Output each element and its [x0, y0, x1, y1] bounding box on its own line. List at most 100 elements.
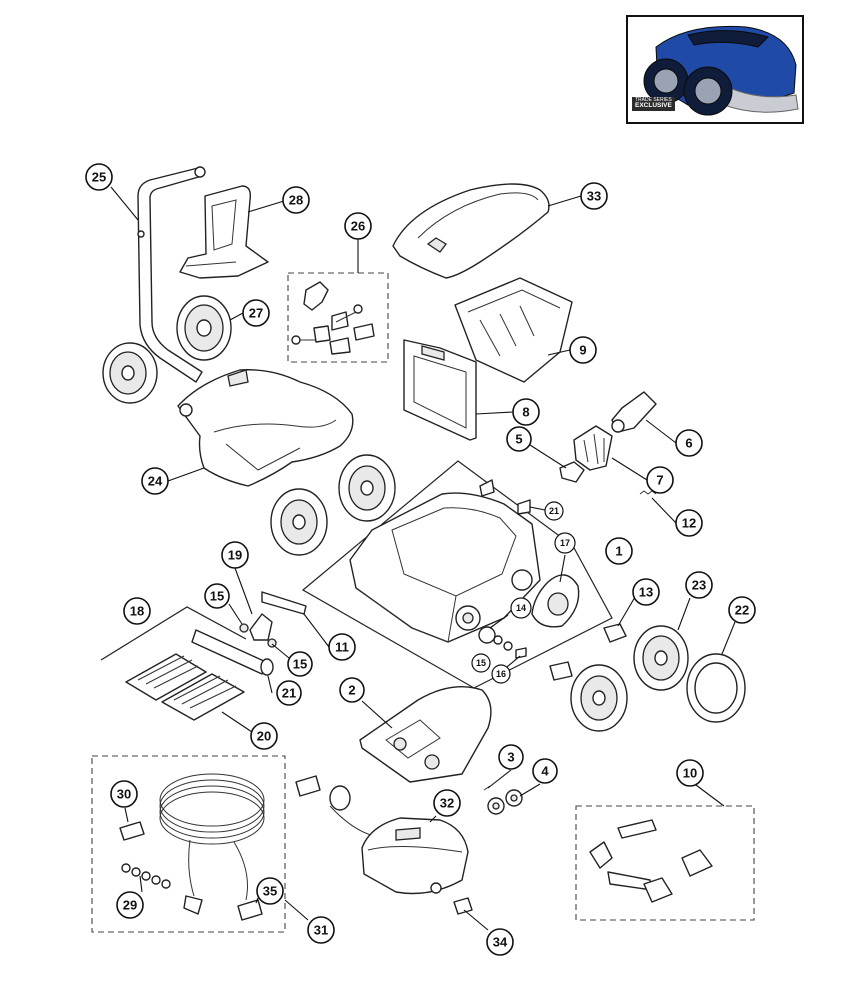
svg-text:12: 12 — [682, 516, 696, 531]
callout-15-small: 15 — [471, 653, 491, 673]
svg-text:34: 34 — [493, 935, 508, 950]
group-box-31 — [91, 755, 286, 933]
callout-16: 16 — [491, 664, 511, 684]
callout-1: 1 — [605, 537, 633, 565]
svg-text:22: 22 — [735, 603, 749, 618]
gear-part — [487, 789, 523, 815]
pump-outlet-part — [611, 391, 657, 433]
callout-17: 17 — [554, 532, 576, 554]
swivel-part — [559, 461, 585, 483]
wear-strip-part — [261, 591, 307, 615]
callout-8: 8 — [512, 398, 540, 426]
callout-5: 5 — [506, 426, 532, 452]
callout-28: 28 — [282, 186, 310, 214]
callout-30: 30 — [110, 780, 138, 808]
svg-text:15: 15 — [476, 658, 486, 668]
power-connector-part — [453, 897, 473, 915]
washer-bushing-screw — [478, 626, 527, 659]
handle-part — [179, 185, 269, 279]
svg-text:13: 13 — [639, 585, 653, 600]
callout-18: 18 — [123, 597, 151, 625]
svg-text:33: 33 — [587, 189, 601, 204]
callout-20: 20 — [250, 722, 278, 750]
callout-10: 10 — [676, 759, 704, 787]
svg-text:5: 5 — [515, 432, 522, 447]
caddy-wheel-part — [176, 295, 232, 361]
group-line-18 — [100, 606, 247, 661]
svg-text:27: 27 — [249, 306, 263, 321]
svg-text:15: 15 — [210, 589, 224, 604]
callout-32: 32 — [433, 789, 461, 817]
svg-text:10: 10 — [683, 766, 697, 781]
svg-text:14: 14 — [516, 603, 526, 613]
product-thumbnail: TRADE SERIES EXCLUSIVE — [626, 15, 804, 124]
svg-text:23: 23 — [692, 578, 706, 593]
callout-12: 12 — [675, 509, 703, 537]
svg-text:35: 35 — [263, 884, 277, 899]
drive-wheel-right — [338, 454, 396, 522]
svg-text:28: 28 — [289, 193, 303, 208]
svg-text:7: 7 — [656, 473, 663, 488]
callout-15-left: 15 — [204, 583, 230, 609]
svg-text:25: 25 — [92, 170, 106, 185]
svg-text:9: 9 — [579, 343, 586, 358]
svg-text:8: 8 — [522, 405, 529, 420]
callout-7: 7 — [646, 466, 674, 494]
callout-6: 6 — [675, 429, 703, 457]
callout-3: 3 — [498, 744, 524, 770]
callout-31: 31 — [307, 916, 335, 944]
svg-text:15: 15 — [293, 657, 307, 672]
svg-text:21: 21 — [549, 506, 559, 516]
callout-9: 9 — [569, 336, 597, 364]
callout-15-right: 15 — [287, 651, 313, 677]
caddy-wheel-left — [102, 342, 158, 404]
swivel-kit-part — [121, 863, 171, 889]
svg-text:17: 17 — [560, 538, 570, 548]
trade-series-badge: TRADE SERIES EXCLUSIVE — [632, 97, 675, 112]
svg-text:30: 30 — [117, 787, 131, 802]
impeller-cage-part — [573, 425, 613, 471]
svg-text:1: 1 — [615, 544, 622, 559]
callout-14: 14 — [510, 597, 532, 619]
robot-pool-cleaner-photo — [643, 25, 799, 116]
callout-35: 35 — [256, 877, 284, 905]
callout-2: 2 — [339, 677, 365, 703]
svg-text:16: 16 — [496, 669, 506, 679]
cable-swivel-part — [237, 899, 263, 921]
group-box-10 — [575, 805, 755, 921]
roller-bracket-part — [249, 613, 273, 641]
svg-text:18: 18 — [130, 604, 144, 619]
callout-22: 22 — [728, 596, 756, 624]
caddy-handle-part — [137, 166, 206, 383]
callout-13: 13 — [632, 578, 660, 606]
svg-text:29: 29 — [123, 898, 137, 913]
callout-34: 34 — [486, 928, 514, 956]
callout-23: 23 — [685, 571, 713, 599]
svg-text:24: 24 — [148, 474, 163, 489]
group-outline-1 — [301, 460, 613, 689]
svg-text:32: 32 — [440, 796, 454, 811]
chassis-part — [349, 479, 541, 643]
svg-text:3: 3 — [507, 750, 514, 765]
axle-bolt-part — [603, 623, 627, 643]
svg-text:21: 21 — [282, 686, 296, 701]
svg-text:19: 19 — [228, 548, 242, 563]
side-plate-part — [531, 574, 580, 628]
svg-text:4: 4 — [541, 764, 549, 779]
cable-connector-part — [119, 821, 145, 841]
svg-text:2: 2 — [348, 683, 355, 698]
body-housing-part — [177, 369, 354, 487]
filter-panel-part — [403, 339, 477, 441]
top-cover-part — [392, 183, 550, 279]
brush-part-1 — [125, 653, 207, 701]
motor-block-part — [359, 685, 492, 783]
hardware-kit-part — [291, 281, 375, 355]
svg-text:26: 26 — [351, 219, 365, 234]
svg-text:11: 11 — [335, 640, 349, 655]
svg-text:6: 6 — [685, 436, 692, 451]
group-box-26 — [287, 272, 389, 363]
callout-11: 11 — [328, 633, 356, 661]
floating-cable-part — [159, 773, 265, 915]
tire-part — [686, 653, 746, 723]
